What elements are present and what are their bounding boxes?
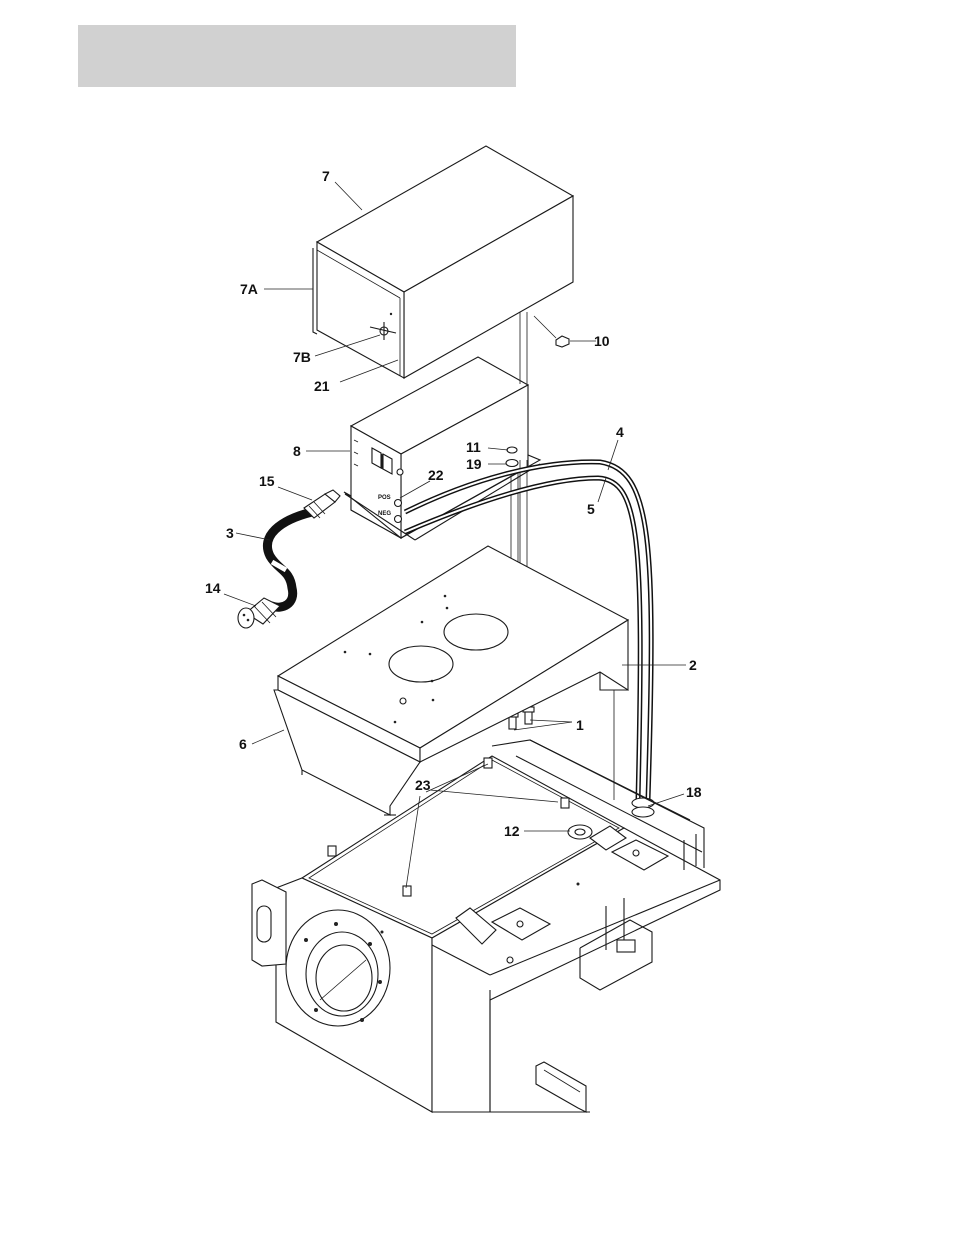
pos-label: POS	[378, 495, 391, 501]
callout-7: 7	[322, 168, 330, 184]
callout-22: 22	[428, 467, 444, 483]
cover-box	[313, 146, 573, 378]
callout-7a: 7A	[240, 281, 258, 297]
callout-3: 3	[226, 525, 234, 541]
callout-2: 2	[689, 657, 697, 673]
callout-23: 23	[415, 777, 431, 793]
callout-8: 8	[293, 443, 301, 459]
callout-6: 6	[239, 736, 247, 752]
callout-19: 19	[466, 456, 482, 472]
callout-11: 11	[466, 439, 481, 455]
ac-cord	[238, 490, 340, 628]
callout-10: 10	[594, 333, 610, 349]
callout-4: 4	[616, 424, 624, 440]
callout-12: 12	[504, 823, 520, 839]
callout-5: 5	[587, 501, 595, 517]
callout-7b: 7B	[293, 349, 311, 365]
callout-15: 15	[259, 473, 275, 489]
mounting-tray	[274, 546, 628, 815]
nut-10	[556, 336, 569, 347]
callout-21: 21	[314, 378, 330, 394]
callout-14: 14	[205, 580, 221, 596]
neg-label: NEG	[378, 511, 391, 517]
callout-18: 18	[686, 784, 702, 800]
callout-1: 1	[576, 717, 584, 733]
